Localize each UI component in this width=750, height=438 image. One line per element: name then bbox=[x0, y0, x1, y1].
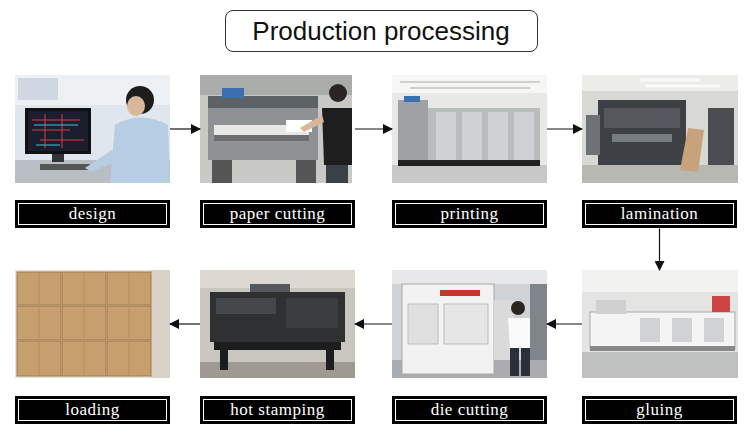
flow-arrow bbox=[547, 128, 582, 129]
step-label-bar: design bbox=[15, 200, 170, 228]
flow-connector bbox=[170, 324, 200, 325]
step-label: gluing bbox=[636, 400, 682, 420]
step-label: printing bbox=[441, 204, 499, 224]
flow-arrow bbox=[170, 128, 200, 129]
step-label-bar: loading bbox=[15, 396, 170, 424]
step-label: paper cutting bbox=[230, 204, 326, 224]
process-step: paper cutting bbox=[200, 75, 355, 228]
step-label-bar: printing bbox=[392, 200, 547, 228]
flow-connector bbox=[170, 129, 200, 130]
process-step: loading bbox=[15, 270, 170, 424]
design-photo bbox=[15, 75, 170, 183]
flow-arrow bbox=[170, 323, 200, 324]
flow-arrow bbox=[659, 228, 660, 270]
flow-arrow bbox=[355, 323, 392, 324]
flow-connector bbox=[355, 129, 392, 130]
gluing-photo bbox=[582, 270, 738, 378]
lamination-photo bbox=[582, 75, 738, 183]
step-label: die cutting bbox=[431, 400, 509, 420]
process-step: printing bbox=[392, 75, 547, 228]
printing-photo bbox=[392, 75, 547, 183]
title-text: Production processing bbox=[252, 16, 509, 47]
process-step: hot stamping bbox=[200, 270, 355, 424]
process-step: lamination bbox=[582, 75, 737, 228]
flow-connector bbox=[547, 129, 582, 130]
flow-connector bbox=[659, 228, 660, 270]
step-label-bar: hot stamping bbox=[200, 396, 355, 424]
step-label-bar: lamination bbox=[582, 200, 737, 228]
step-label: hot stamping bbox=[230, 400, 324, 420]
step-label: design bbox=[69, 204, 116, 224]
step-label-bar: gluing bbox=[582, 396, 737, 424]
process-step: gluing bbox=[582, 270, 737, 424]
loading-photo bbox=[15, 270, 170, 378]
step-label-bar: die cutting bbox=[392, 396, 547, 424]
paper-cutting-photo bbox=[200, 75, 352, 183]
flow-arrow bbox=[547, 323, 582, 324]
step-label: lamination bbox=[621, 204, 699, 224]
step-label: loading bbox=[65, 400, 120, 420]
flow-arrow bbox=[355, 128, 392, 129]
flow-connector bbox=[355, 324, 392, 325]
step-label-bar: paper cutting bbox=[200, 200, 355, 228]
die-cutting-photo bbox=[392, 270, 547, 378]
title-box: Production processing bbox=[225, 10, 538, 52]
flow-connector bbox=[547, 324, 582, 325]
hot-stamping-photo bbox=[200, 270, 355, 378]
process-step: design bbox=[15, 75, 170, 228]
process-step: die cutting bbox=[392, 270, 547, 424]
